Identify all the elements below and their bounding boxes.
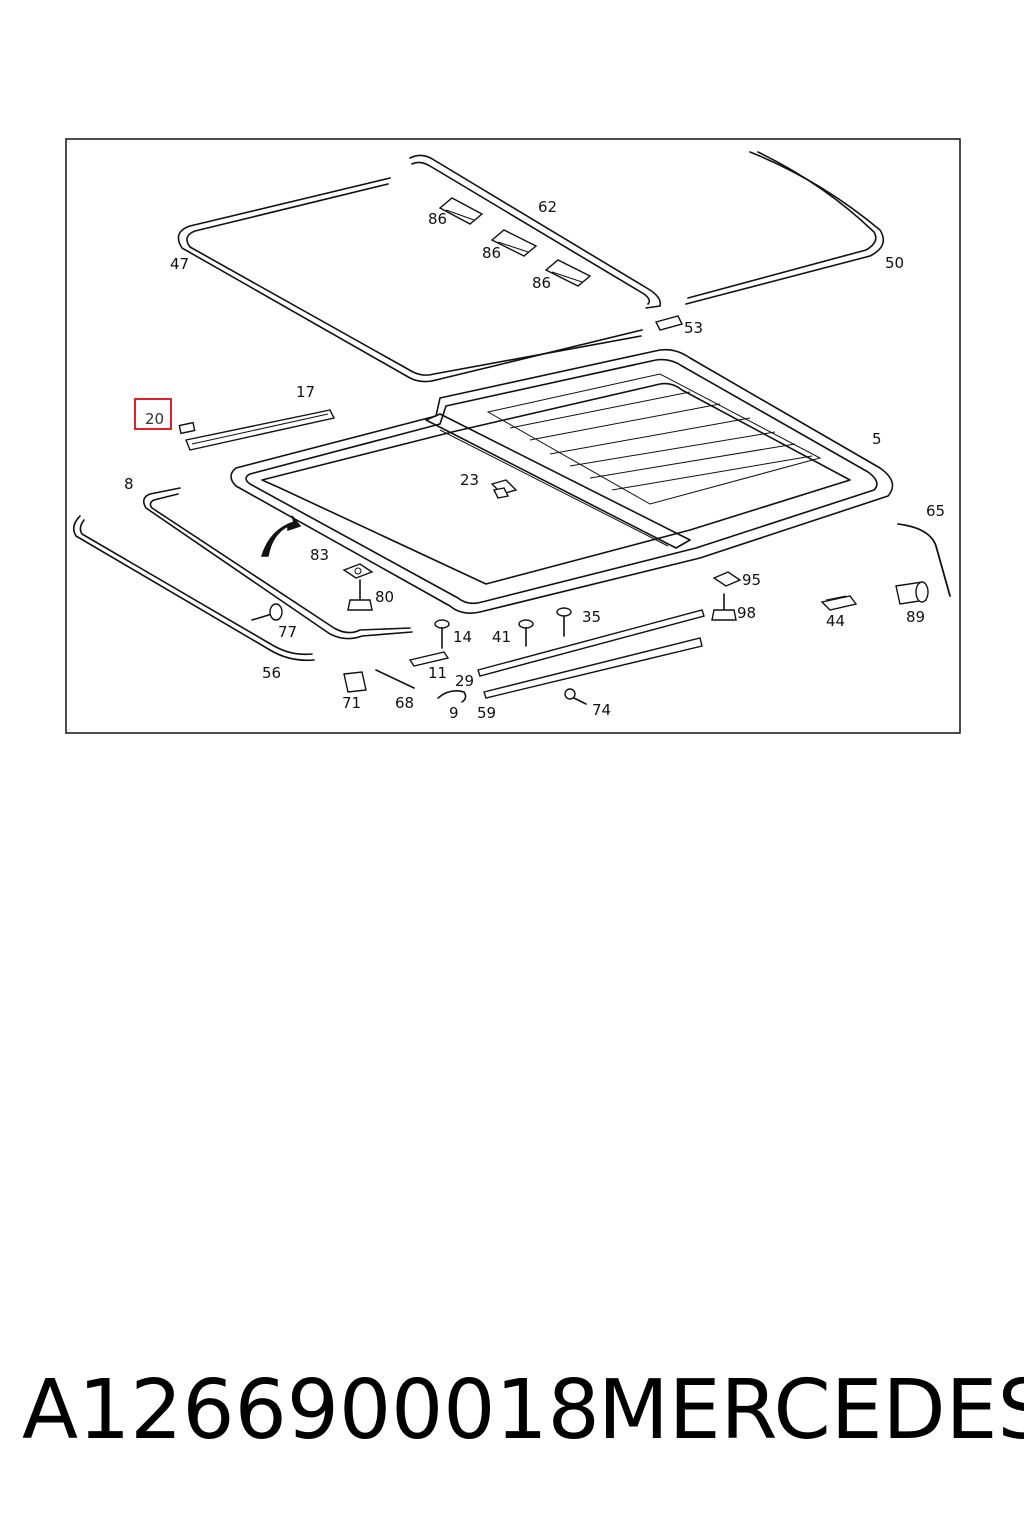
callout-29: 29 (455, 672, 474, 690)
part-47-seal[interactable] (177, 177, 643, 383)
callout-68: 68 (395, 694, 414, 712)
callout-77: 77 (278, 623, 297, 641)
part-77-screw[interactable] (251, 603, 283, 621)
callout-95: 95 (742, 571, 761, 589)
callout-89: 89 (906, 608, 925, 626)
callout-62: 62 (538, 198, 557, 216)
part-5-frame[interactable] (230, 348, 894, 614)
callout-80: 80 (375, 588, 394, 606)
callout-41: 41 (492, 628, 511, 646)
part-98-bolt[interactable] (711, 593, 737, 621)
part-71-bracket[interactable] (343, 671, 367, 693)
callout-86-c: 86 (532, 274, 551, 292)
part-89-bracket[interactable] (895, 581, 929, 605)
callout-50: 50 (885, 254, 904, 272)
part-80-bolt[interactable] (347, 579, 373, 611)
callout-9: 9 (449, 704, 459, 722)
part-74-clip[interactable] (564, 688, 587, 705)
callout-56: 56 (262, 664, 281, 682)
part-86-guide-a[interactable] (438, 197, 484, 225)
callout-59: 59 (477, 704, 496, 722)
callout-83: 83 (310, 546, 329, 564)
part-8-seal[interactable] (142, 487, 413, 640)
part-53-strip[interactable] (654, 315, 684, 331)
part-68-strip[interactable] (375, 669, 415, 689)
part-50-rail[interactable] (685, 151, 885, 305)
callout-44: 44 (826, 612, 845, 630)
glass-panel (486, 373, 822, 505)
callout-8: 8 (124, 475, 134, 493)
callout-98: 98 (737, 604, 756, 622)
callout-35: 35 (582, 608, 601, 626)
highlight-box (134, 398, 172, 430)
callout-71: 71 (342, 694, 361, 712)
callout-17: 17 (296, 383, 315, 401)
part-number: A1266900018 (22, 1363, 600, 1458)
callout-65: 65 (926, 502, 945, 520)
callout-53: 53 (684, 319, 703, 337)
part-83-nut[interactable] (342, 563, 374, 579)
part-9-spring[interactable] (437, 690, 467, 703)
part-62-rail[interactable] (409, 154, 662, 309)
part-44-latch[interactable] (820, 595, 858, 611)
part-86-guide-c[interactable] (544, 259, 592, 287)
part-35-screw[interactable] (556, 607, 572, 637)
callout-5: 5 (872, 430, 882, 448)
part-41-screw[interactable] (518, 619, 534, 647)
parts-diagram: 47 86 86 86 62 50 53 17 20 5 23 8 65 83 … (65, 138, 961, 734)
callout-47: 47 (170, 255, 189, 273)
diagram-frame (65, 138, 961, 734)
part-86-guide-b[interactable] (490, 229, 538, 257)
part-14-screw[interactable] (434, 619, 450, 649)
callout-86-b: 86 (482, 244, 501, 262)
callout-20: 20 (145, 410, 164, 428)
callout-23: 23 (460, 471, 479, 489)
part-17-strip[interactable] (185, 409, 336, 451)
callout-86-a: 86 (428, 210, 447, 228)
part-95-clip[interactable] (712, 571, 742, 587)
callout-11: 11 (428, 664, 447, 682)
callout-14: 14 (453, 628, 472, 646)
callout-74: 74 (592, 701, 611, 719)
callout-labels: 47 86 86 86 62 50 53 17 20 5 23 8 65 83 … (124, 198, 945, 722)
brand-name: MERCEDES (598, 1363, 1024, 1458)
part-59-strip[interactable] (483, 637, 703, 699)
part-23-clip[interactable] (490, 479, 518, 499)
part-11-clip[interactable] (408, 651, 450, 667)
part-20-block[interactable] (178, 421, 196, 435)
part-56-rail[interactable] (72, 515, 315, 662)
part-29-strip[interactable] (477, 609, 705, 677)
direction-arrow (260, 515, 302, 557)
